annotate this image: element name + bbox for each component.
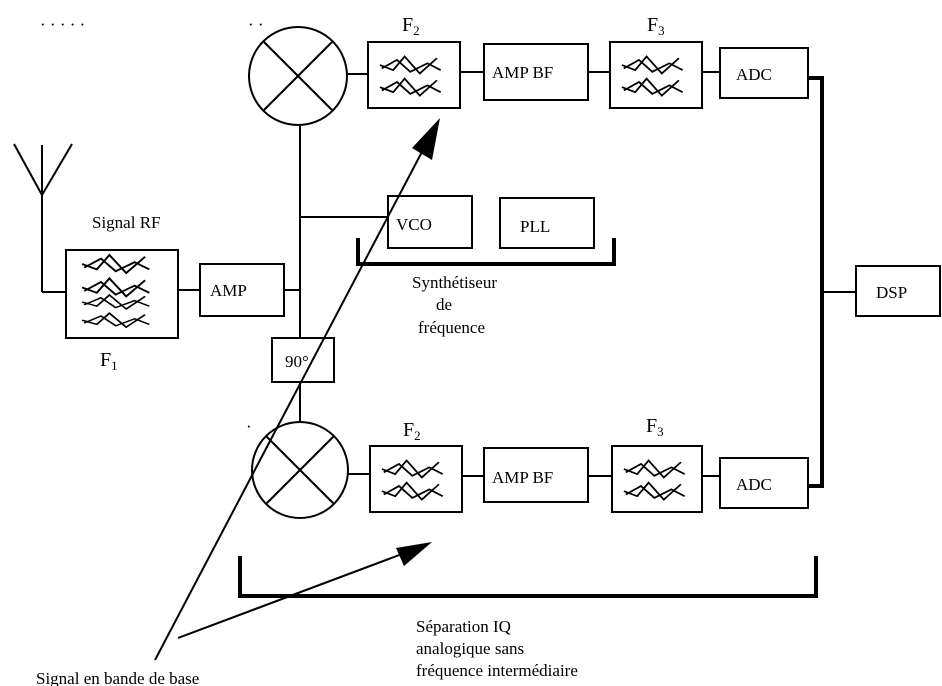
dsp-label: DSP	[876, 283, 907, 302]
amp-bf-upper-label: AMP BF	[492, 63, 553, 82]
stray-dots-2: · ·	[248, 15, 264, 34]
amp-bf-lower-label: AMP BF	[492, 468, 553, 487]
f2-upper-label: F2	[402, 14, 420, 38]
arrow-baseband-lower	[177, 542, 432, 639]
f1-label: F1	[100, 349, 118, 373]
iq-label-2: analogique sans	[416, 639, 524, 658]
synth-label-3: fréquence	[418, 318, 485, 337]
phase-shifter-label: 90°	[285, 352, 309, 371]
adc-lower	[719, 457, 809, 509]
mixer-upper	[248, 26, 348, 126]
adc-upper	[719, 47, 809, 99]
filter-f2-lower	[369, 445, 463, 513]
vco-label: VCO	[396, 215, 432, 234]
signal-rf-label: Signal RF	[92, 213, 161, 232]
filter-f1	[65, 249, 179, 339]
stray-dot-3: ·	[246, 417, 252, 436]
f3-upper-label: F3	[647, 14, 665, 38]
adc-lower-label: ADC	[736, 475, 772, 494]
stray-dots: · · · · ·	[40, 15, 85, 34]
synth-label-2: de	[436, 295, 452, 314]
adc-bus	[808, 76, 824, 488]
amp-label: AMP	[210, 281, 247, 300]
antenna-icon	[13, 143, 73, 293]
filter-f3-upper	[609, 41, 703, 109]
arrow-baseband-upper	[154, 118, 440, 661]
baseband-label: Signal en bande de base	[36, 669, 199, 686]
pll-label: PLL	[520, 217, 550, 236]
iq-label-3: fréquence intermédiaire	[416, 661, 578, 680]
amp-bf-lower	[483, 447, 589, 503]
synth-bracket	[356, 238, 616, 266]
mixer-lower	[251, 421, 349, 519]
iq-bracket	[238, 556, 818, 598]
f3-lower-label: F3	[646, 415, 664, 439]
iq-label-1: Séparation IQ	[416, 617, 511, 636]
amp-block	[199, 263, 285, 317]
filter-f2-upper	[367, 41, 461, 109]
adc-upper-label: ADC	[736, 65, 772, 84]
vco-block	[387, 195, 473, 249]
phase-shifter-block	[271, 337, 335, 383]
filter-f3-lower	[611, 445, 703, 513]
f2-lower-label: F2	[403, 419, 421, 443]
dsp-block	[855, 265, 941, 317]
synth-label-1: Synthétiseur	[412, 273, 497, 292]
pll-block	[499, 197, 595, 249]
